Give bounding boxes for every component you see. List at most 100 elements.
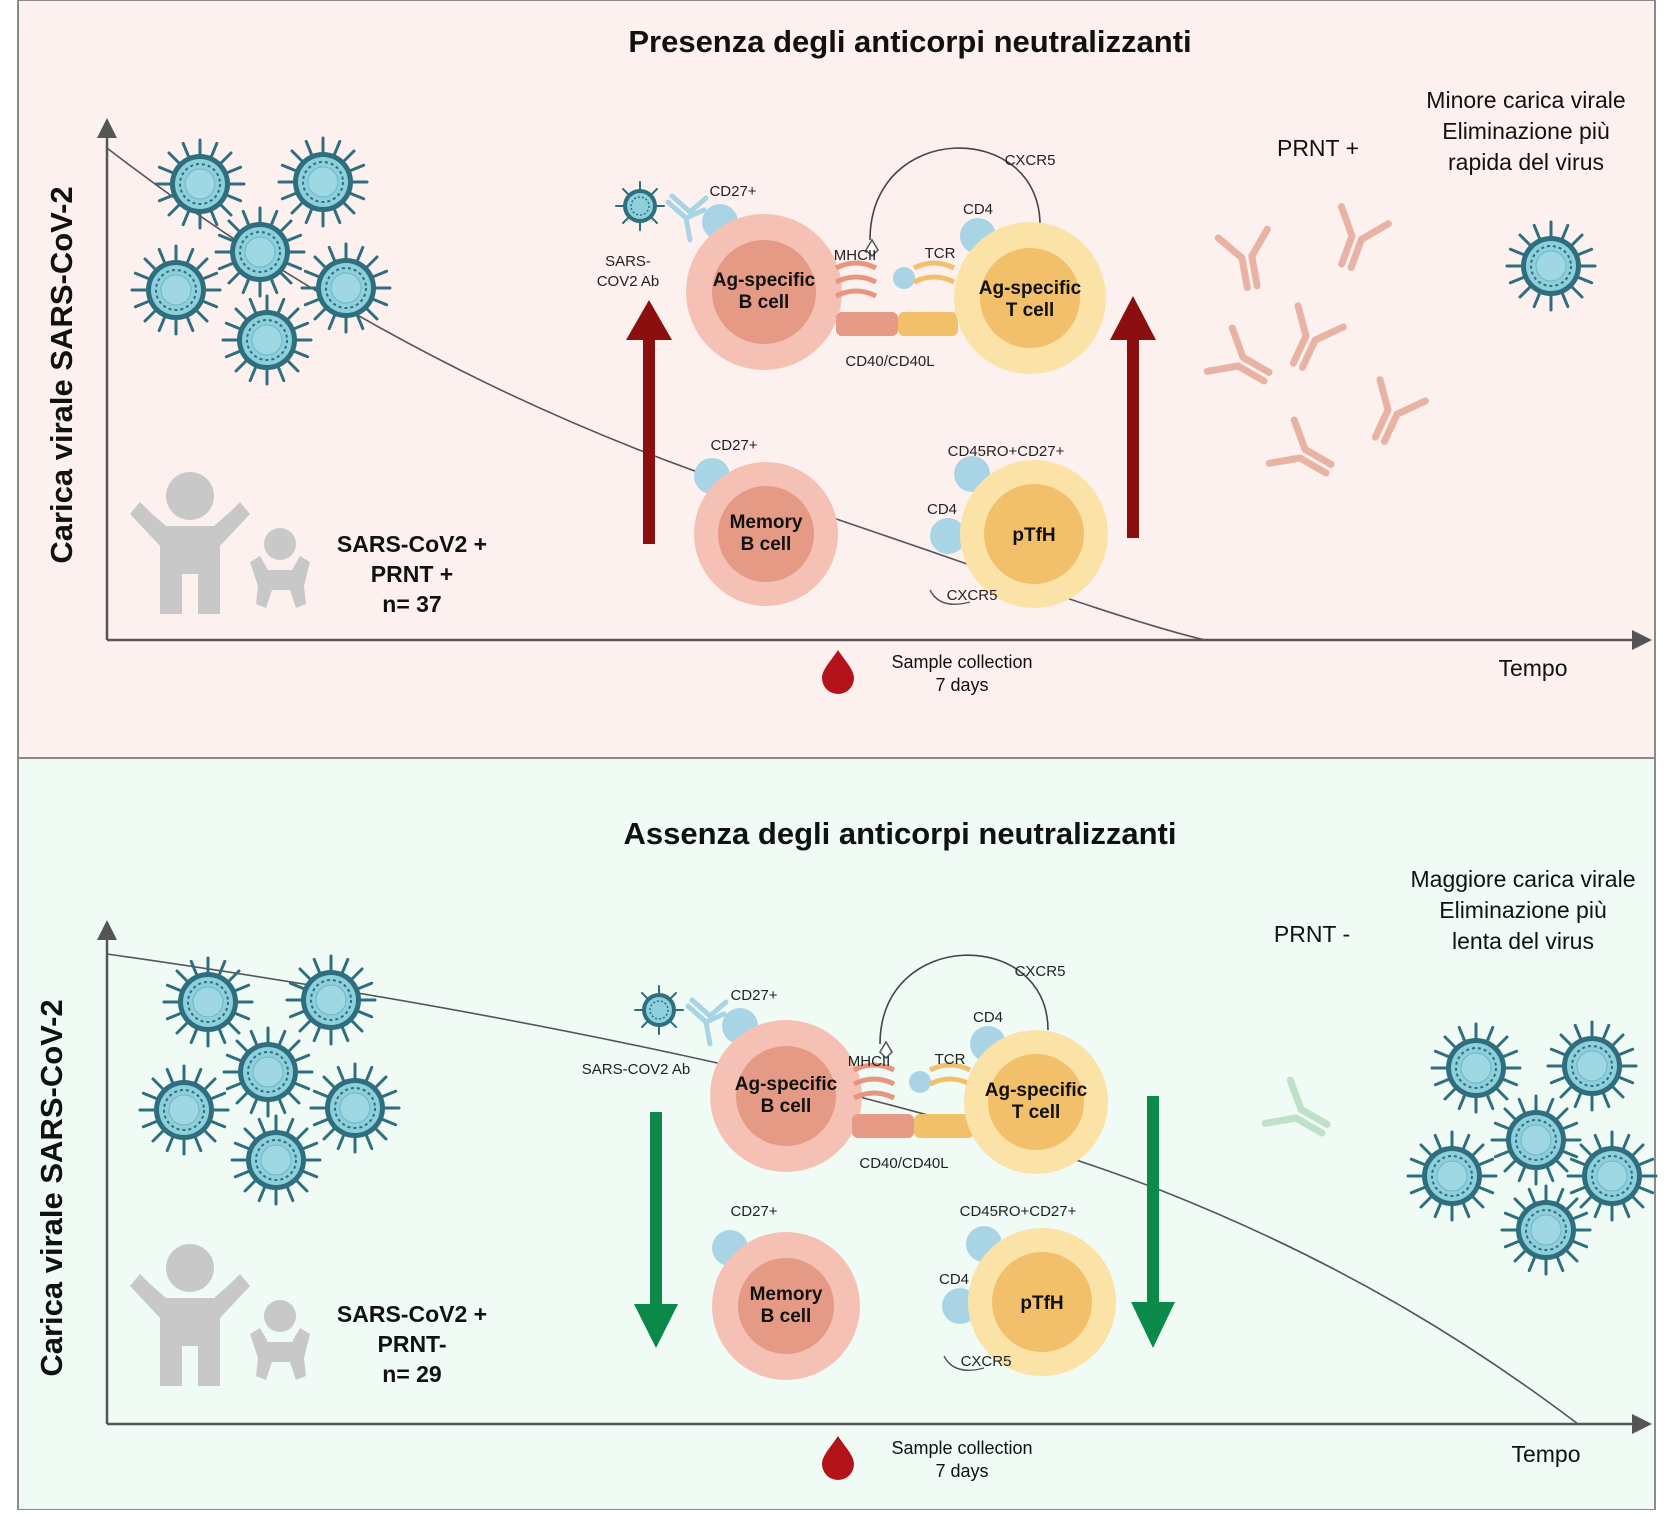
virus-icon [1430,1022,1522,1114]
top-cxcr5-p-label: CXCR5 [947,587,998,604]
bottom-x-axis-label: Tempo [1511,1441,1580,1467]
bottom-memory-label: B cell [761,1306,812,1327]
virus-icon [1490,1094,1582,1186]
bottom-cd27-mem-label: CD27+ [730,1203,777,1220]
bottom-mhcii-label: MHCII [848,1053,891,1070]
top-cd4-p-label: CD4 [927,501,957,518]
bottom-b-cell-label: Ag-specific [735,1074,838,1095]
top-group-count: n= 37 [382,591,441,617]
bottom-b-cell-label: B cell [761,1096,812,1117]
top-b-cell-label: Ag-specific [713,270,816,291]
virus-small-icon [634,985,684,1035]
synapse [834,238,958,336]
bottom-group-label: SARS-CoV2 + [337,1301,487,1327]
cxcr5-arc [869,147,1041,241]
top-group-label: SARS-CoV2 + [337,531,487,557]
cxcr5-arc [879,954,1049,1045]
top-cd4-t-label: CD4 [963,201,993,218]
ptfh-cell-inner [984,484,1084,584]
top-x-axis-label: Tempo [1498,655,1567,681]
down-arrow-icon [634,1112,678,1348]
top-ptfh-label: pTfH [1012,525,1055,546]
virus-icon [1566,1130,1658,1222]
virus-icon [230,1114,322,1206]
virus-icon [221,294,313,386]
top-outcome-label: Minore carica virale [1426,87,1625,113]
bottom-cxcr5-p-label: CXCR5 [961,1353,1012,1370]
bottom-cd45-label: CD45RO+CD27+ [960,1203,1077,1220]
top-ab-label: SARS- [605,253,651,270]
bottom-outcome-label: lenta del virus [1452,928,1594,954]
top-sample-label: 7 days [935,675,988,695]
top-group-label: PRNT + [371,561,453,587]
virus-icon [1406,1130,1498,1222]
top-t-cell-label: T cell [1006,300,1055,321]
bottom-memory-label: Memory [750,1284,823,1305]
synapse [852,1040,974,1138]
virus-small-icon [615,181,665,231]
b-cell-inner [736,1046,836,1146]
bottom-cd27-b-label: CD27+ [730,987,777,1004]
virus-icon [214,206,306,298]
top-cd40-label: CD40/CD40L [845,353,934,370]
virus-icon [162,956,254,1048]
top-b-cell-label: B cell [739,292,790,313]
top-ab-label: COV2 Ab [597,273,660,290]
memory-b-cell-inner [718,486,814,582]
top-cxcr5-label: CXCR5 [1005,152,1056,169]
bottom-sample-label: 7 days [935,1461,988,1481]
bottom-panel: Assenza degli anticorpi neutralizzanti C… [17,757,1658,1511]
cxcr5-receptor-icon [929,589,971,605]
antibody-icon [665,193,709,243]
t-cell-inner [980,248,1080,348]
top-cd45-label: CD45RO+CD27+ [948,443,1065,460]
top-tcr-label: TCR [925,245,956,262]
virus-icon [277,136,369,228]
up-arrow-icon [626,300,672,544]
top-panel: Presenza degli anticorpi neutralizzanti … [17,0,1656,759]
bottom-ptfh-label: pTfH [1020,1293,1063,1314]
bottom-y-axis-label: Carica virale SARS-CoV-2 [34,999,69,1376]
antibody-icon [685,997,729,1047]
bottom-prnt-label: PRNT - [1274,921,1350,947]
virus-icon [1500,1184,1592,1276]
bottom-cd40-label: CD40/CD40L [859,1155,948,1172]
bottom-tcr-label: TCR [935,1051,966,1068]
bottom-cxcr5-label: CXCR5 [1015,963,1066,980]
virus-icon [285,954,377,1046]
top-prnt-label: PRNT + [1277,135,1359,161]
virus-icon [154,138,246,230]
virus-icon [130,244,222,336]
top-memory-label: Memory [730,512,803,533]
top-title: Presenza degli anticorpi neutralizzanti [628,24,1191,59]
top-cd27-mem-label: CD27+ [710,437,757,454]
bottom-sample-label: Sample collection [891,1438,1032,1458]
top-outcome-label: Eliminazione più [1442,118,1609,144]
down-arrow-icon [1131,1096,1175,1348]
bottom-ab-label: SARS-COV2 Ab [582,1061,690,1078]
top-memory-label: B cell [741,534,792,555]
virus-icon [138,1064,230,1156]
top-cd27-b-label: CD27+ [709,183,756,200]
bottom-cd4-p-label: CD4 [939,1271,969,1288]
top-panel-background [17,0,1656,759]
ptfh-cell-inner [992,1252,1092,1352]
bottom-t-cell-label: Ag-specific [985,1080,1088,1101]
top-t-cell-label: Ag-specific [979,278,1082,299]
top-outcome-label: rapida del virus [1448,149,1604,175]
bottom-title: Assenza degli anticorpi neutralizzanti [624,816,1177,851]
bottom-outcome-label: Maggiore carica virale [1411,866,1636,892]
bottom-group-label: PRNT- [378,1331,447,1357]
virus-icon [222,1026,314,1118]
t-cell-inner [988,1054,1084,1150]
virus-icon [1546,1020,1638,1112]
virus-icon [309,1062,401,1154]
bottom-cd4-t-label: CD4 [973,1009,1003,1026]
top-y-axis-label: Carica virale SARS-CoV-2 [44,186,79,563]
virus-icon [300,242,392,334]
bottom-t-cell-label: T cell [1012,1102,1061,1123]
b-cell-inner [712,240,816,344]
up-arrow-icon [1110,296,1156,538]
